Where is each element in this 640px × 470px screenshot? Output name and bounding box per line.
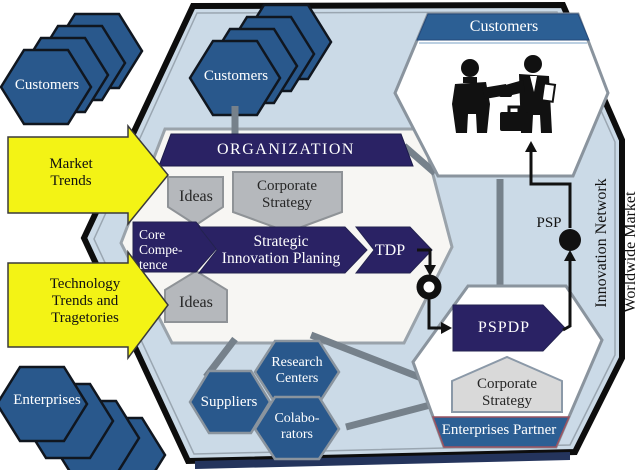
technology-trends-arrow bbox=[7, 249, 169, 361]
flow-psp-to-customers bbox=[529, 150, 572, 228]
arrowhead-right bbox=[441, 322, 452, 334]
stack-hexagon bbox=[188, 39, 282, 117]
flow-ring-to-pspdp bbox=[427, 298, 441, 330]
enterprises-hexagon-stack bbox=[0, 365, 167, 470]
bottom-shadow-strip bbox=[195, 452, 570, 469]
colaborators-hexagon bbox=[253, 395, 341, 461]
arrowhead-up-customers bbox=[525, 141, 537, 152]
customers-left-hexagon-stack bbox=[0, 12, 144, 126]
customers-banner bbox=[416, 13, 590, 41]
tdp-arrow bbox=[354, 226, 433, 274]
person-right-tie bbox=[530, 76, 537, 92]
stack-hexagon bbox=[0, 365, 89, 443]
connector-colaborators-partner bbox=[345, 400, 435, 431]
ideas-bottom-pentagon bbox=[164, 269, 228, 323]
person-left-body bbox=[452, 82, 490, 133]
briefcase-icon bbox=[500, 112, 528, 131]
corporate-strategy-top-pentagon bbox=[232, 171, 343, 234]
stack-hexagon bbox=[0, 48, 93, 126]
enterprises-partner-banner bbox=[431, 416, 571, 448]
research-centers-hexagon bbox=[253, 339, 341, 405]
strategic-innovation-planing-arrow bbox=[197, 226, 368, 274]
person-left-head bbox=[461, 59, 479, 77]
connector-organization-partner bbox=[309, 331, 426, 383]
flow-lines bbox=[417, 150, 572, 332]
suppliers-hexagon bbox=[188, 369, 272, 435]
corporate-strategy-bottom-pentagon bbox=[451, 355, 563, 413]
pspdp-arrow bbox=[452, 304, 566, 352]
arrowhead-up-psp bbox=[564, 250, 576, 261]
ideas-top-pentagon bbox=[167, 176, 224, 227]
flow-pspdp-to-psp bbox=[562, 258, 572, 332]
ring-connector bbox=[416, 274, 442, 300]
connector-lines bbox=[203, 106, 504, 431]
market-trends-arrow bbox=[7, 123, 169, 227]
handshake-icon bbox=[452, 55, 557, 133]
handshake-hands bbox=[499, 86, 512, 97]
customers-inner-hexagon-stack bbox=[188, 3, 333, 117]
psp-node bbox=[559, 229, 581, 251]
organization-banner bbox=[158, 133, 414, 167]
person-left-scarf bbox=[463, 77, 477, 83]
arrowhead-down bbox=[424, 265, 436, 276]
documents-icon bbox=[540, 82, 557, 103]
connector-organization-customers-hex bbox=[401, 143, 438, 176]
flow-tdp-to-ring bbox=[417, 248, 432, 266]
person-right-head bbox=[524, 55, 542, 73]
